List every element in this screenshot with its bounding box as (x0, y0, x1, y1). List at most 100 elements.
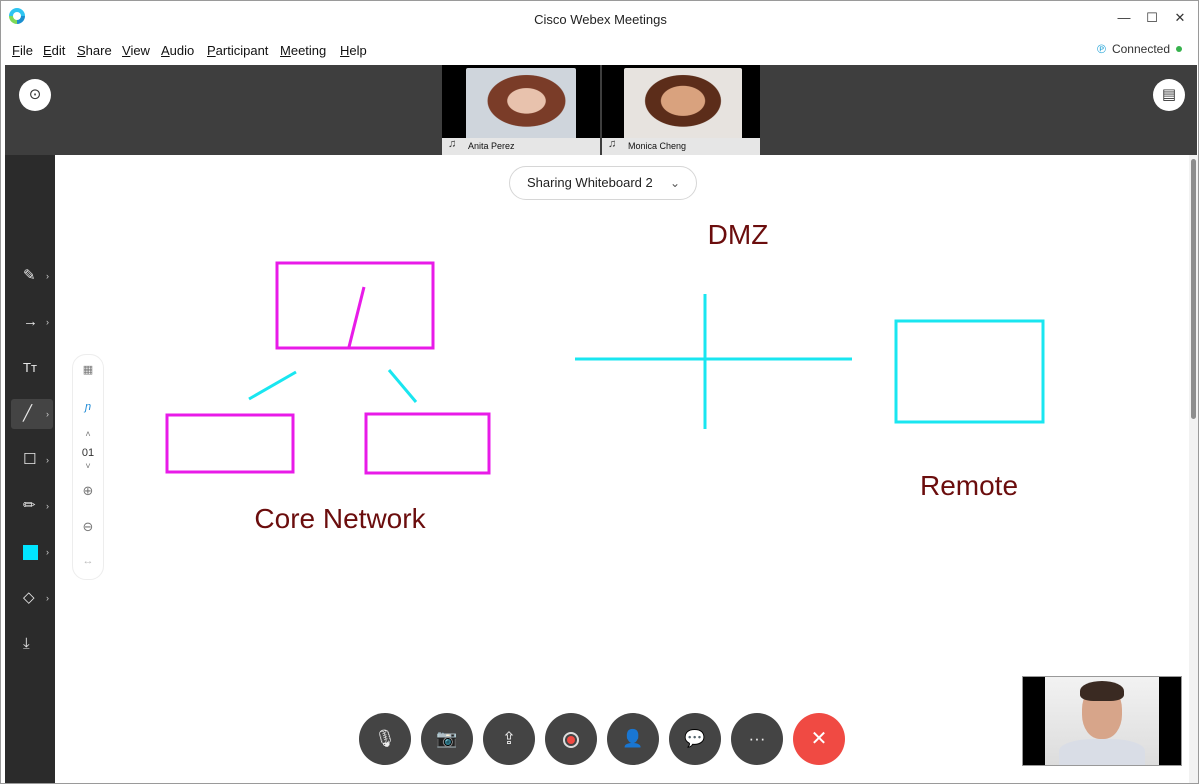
video-strip: ⊙ ♫ Anita Perez ♫ Monica Cheng ▤ (5, 65, 1197, 155)
participant-video (466, 68, 576, 141)
mute-button[interactable]: 🎙 (359, 713, 411, 765)
calendar-button[interactable]: ▤ (1153, 79, 1185, 111)
text-icon: Tт (23, 360, 37, 375)
line-tool-button[interactable]: ╱› (11, 399, 53, 429)
chevron-right-icon: › (46, 501, 49, 511)
chevron-right-icon: › (46, 409, 49, 419)
record-button[interactable] (545, 713, 597, 765)
sharing-whiteboard-dropdown[interactable]: Sharing Whiteboard 2 ⌄ (509, 166, 697, 200)
core-left-connector[interactable] (248, 370, 297, 401)
connection-status: ℗ Connected (1097, 42, 1182, 56)
annotate-tool-button[interactable]: ✎› (11, 261, 53, 291)
eraser-icon: ◇ (23, 589, 35, 606)
menu-meeting[interactable]: Meeting (280, 43, 327, 58)
title-bar: Cisco Webex Meetings — ☐ ✕ (1, 1, 1198, 39)
menu-participant[interactable]: Participant (207, 43, 269, 58)
participants-icon: 👤 (622, 729, 644, 748)
participant-name: Monica Cheng (628, 141, 687, 151)
color-swatch (23, 545, 38, 560)
menu-view[interactable]: View (122, 43, 150, 58)
core-right-box[interactable] (364, 412, 491, 475)
participants-button[interactable]: 👤 (607, 713, 659, 765)
whiteboard-drawing[interactable]: DMZ Core Network Remote (55, 155, 1189, 783)
more-options-button[interactable]: ··· (731, 713, 783, 765)
chevron-right-icon: › (46, 271, 49, 281)
core-left-box[interactable] (165, 413, 295, 474)
core-top-line[interactable] (347, 286, 366, 348)
chevron-right-icon: › (46, 317, 49, 327)
zoom-out-button[interactable]: ⊖ (82, 519, 94, 534)
connection-status-text: Connected (1111, 42, 1170, 56)
self-video-shirt (1059, 739, 1145, 765)
pencil-icon: ✏ (23, 497, 36, 514)
participant-name-bar: ♫ Monica Cheng (602, 138, 760, 155)
participant-tile-anita-perez[interactable]: ♫ Anita Perez (442, 65, 600, 155)
core-top-box[interactable] (275, 261, 435, 350)
scrollbar-thumb[interactable] (1191, 159, 1196, 419)
thumbnails-button[interactable]: ▦ (82, 364, 94, 376)
share-button[interactable]: ⇪ (483, 713, 535, 765)
annotation-toolbar: ✎› →› Tт ╱› ☐› ✏› › ◇› ⤓ (5, 155, 55, 783)
mic-muted-icon: 🎙 (374, 729, 396, 748)
menu-file[interactable]: File (12, 43, 33, 58)
page-number: 01 (81, 447, 95, 459)
fit-to-width-button[interactable]: ↔ (82, 555, 94, 567)
minimize-button[interactable]: — (1117, 10, 1131, 25)
meeting-info-button[interactable]: ⊙ (19, 79, 51, 111)
close-window-button[interactable]: ✕ (1174, 10, 1186, 25)
participant-video (624, 68, 742, 141)
page-up-button[interactable]: ˄ (85, 429, 91, 439)
menu-share[interactable]: Share (77, 43, 112, 58)
participant-tile-monica-cheng[interactable]: ♫ Monica Cheng (602, 65, 760, 155)
participant-name-bar: ♫ Anita Perez (442, 138, 600, 155)
arrow-tool-button[interactable]: →› (11, 307, 53, 337)
rectangle-tool-button[interactable]: ☐› (11, 445, 53, 475)
self-view-video[interactable] (1022, 676, 1182, 766)
rectangle-icon: ☐ (23, 451, 37, 468)
text-tool-button[interactable]: Tт (11, 353, 53, 383)
headset-icon: ♫ (448, 138, 457, 150)
save-icon: ⤓ (23, 635, 30, 652)
core-right-connector[interactable] (387, 369, 418, 403)
window-title: Cisco Webex Meetings (534, 12, 667, 27)
connection-icon: ℗ (1097, 42, 1106, 56)
core-network-label: Core Network (254, 503, 426, 534)
vertical-scrollbar[interactable] (1189, 155, 1198, 783)
self-video-hair (1080, 681, 1124, 701)
page-down-button[interactable]: ˅ (85, 461, 91, 471)
arrow-icon: → (23, 313, 38, 330)
self-video-frame (1045, 677, 1159, 765)
annotate-icon: ✎ (23, 267, 36, 284)
chat-icon: 💬 (684, 729, 706, 748)
handwriting-button[interactable]: ɲ (84, 401, 92, 413)
zoom-in-button[interactable]: ⊕ (82, 483, 94, 498)
share-icon: ⇪ (501, 729, 517, 748)
menu-bar: File Edit Share View Audio Participant M… (1, 39, 1198, 65)
sharing-whiteboard-label: Sharing Whiteboard 2 (527, 175, 653, 190)
participant-name: Anita Perez (468, 141, 515, 151)
chevron-right-icon: › (46, 593, 49, 603)
remote-box[interactable] (894, 319, 1045, 424)
chevron-right-icon: › (46, 547, 49, 557)
record-icon (563, 731, 579, 748)
color-picker-button[interactable]: › (11, 537, 53, 567)
dmz-label: DMZ (708, 219, 769, 250)
save-button[interactable]: ⤓ (11, 629, 53, 659)
remote-label: Remote (920, 470, 1018, 501)
start-video-button[interactable]: 📷 (421, 713, 473, 765)
chat-button[interactable]: 💬 (669, 713, 721, 765)
whiteboard-canvas[interactable] (55, 155, 1189, 783)
webex-logo-icon (9, 8, 25, 24)
pencil-tool-button[interactable]: ✏› (11, 491, 53, 521)
headset-icon: ♫ (608, 138, 617, 150)
more-icon: ··· (748, 729, 766, 748)
menu-edit[interactable]: Edit (43, 43, 66, 58)
connection-dot-icon (1176, 46, 1182, 52)
menu-audio[interactable]: Audio (161, 43, 195, 58)
menu-help[interactable]: Help (340, 43, 367, 58)
leave-meeting-button[interactable]: ✕ (793, 713, 845, 765)
maximize-button[interactable]: ☐ (1146, 10, 1158, 25)
eraser-tool-button[interactable]: ◇› (11, 583, 53, 613)
leave-icon: ✕ (810, 728, 828, 750)
